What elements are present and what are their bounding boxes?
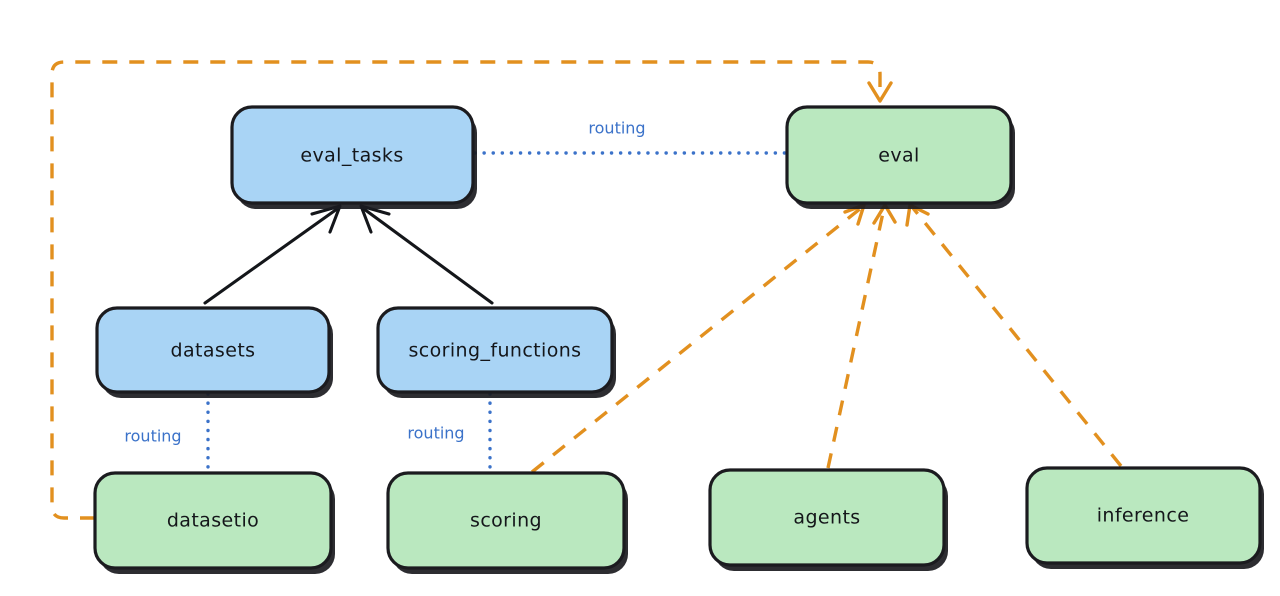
- node-agents-label: agents: [793, 507, 860, 529]
- edge-label-routing-eval: routing: [588, 119, 645, 138]
- node-agents-box: [708, 468, 946, 567]
- node-scoring_functions[interactable]: scoring_functions: [376, 306, 616, 398]
- node-eval-box: [785, 105, 1013, 205]
- node-datasetio-box: [93, 471, 333, 570]
- node-eval[interactable]: eval: [785, 105, 1015, 209]
- node-layer: eval_tasks eval datasets scoring_functio…: [93, 105, 1264, 574]
- node-eval_tasks[interactable]: eval_tasks: [230, 105, 477, 209]
- edge-label-layer: routing routing routing: [124, 119, 645, 446]
- node-inference-label: inference: [1097, 505, 1190, 527]
- node-inference-box: [1025, 466, 1262, 565]
- node-scoring_functions-label: scoring_functions: [409, 340, 582, 362]
- edge-inference-eval[interactable]: [905, 203, 1123, 468]
- node-datasets[interactable]: datasets: [95, 306, 333, 398]
- node-scoring-box: [386, 471, 626, 570]
- node-datasetio[interactable]: datasetio: [93, 471, 335, 574]
- edge-label-routing-scoring: routing: [407, 424, 464, 443]
- node-agents[interactable]: agents: [708, 468, 948, 571]
- edge-layer: [50, 60, 1123, 520]
- node-scoring[interactable]: scoring: [386, 471, 628, 574]
- node-scoring_functions-box: [376, 306, 614, 394]
- edge-scoringfn-eval_tasks[interactable]: [359, 204, 494, 305]
- node-scoring-label: scoring: [470, 510, 542, 532]
- edge-datasets-eval_tasks[interactable]: [203, 204, 342, 305]
- node-eval_tasks-box: [230, 105, 475, 205]
- node-datasetio-label: datasetio: [167, 510, 259, 532]
- edge-label-routing-datasetio: routing: [124, 427, 181, 446]
- node-eval-label: eval: [878, 145, 919, 167]
- node-datasets-label: datasets: [171, 340, 256, 362]
- edge-agents-eval[interactable]: [826, 203, 897, 469]
- edge-datasetio-eval[interactable]: [50, 60, 893, 520]
- node-datasets-box: [95, 306, 331, 394]
- node-inference[interactable]: inference: [1025, 466, 1264, 569]
- node-eval_tasks-label: eval_tasks: [300, 145, 403, 167]
